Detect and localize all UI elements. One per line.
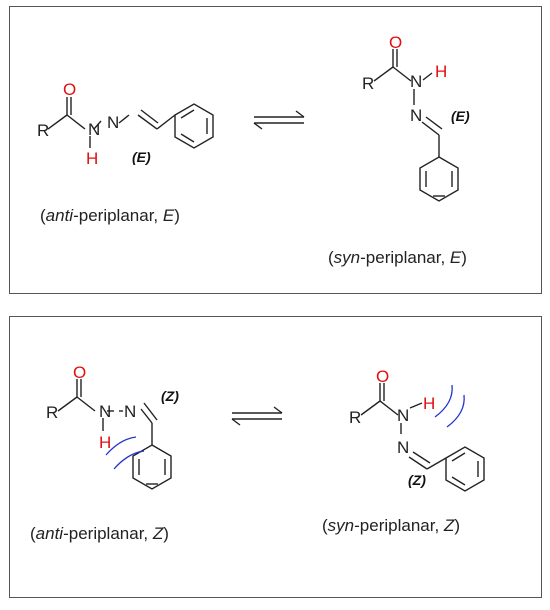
isomer-label: (E)	[132, 149, 151, 165]
caption-anti-e: (anti-periplanar, E)	[40, 206, 180, 225]
isomer-label: (Z)	[161, 388, 179, 404]
isomer-label: (Z)	[408, 472, 426, 488]
equilibrium-arrows	[231, 406, 283, 426]
anti-z-structure: R O N H N (Z)	[46, 363, 179, 490]
r-group-atom: R	[362, 74, 374, 93]
panel-z-isomers: R O N H N (Z)	[9, 316, 542, 598]
caption-syn-z: (syn-periplanar, Z)	[322, 516, 460, 535]
caption-anti-z: (anti-periplanar, Z)	[30, 524, 169, 543]
nitrogen-atom: N	[410, 106, 422, 125]
oxygen-atom: O	[63, 80, 76, 99]
hydrogen-atom: H	[423, 394, 435, 413]
z-isomers-scheme: R O N H N (Z)	[30, 363, 485, 543]
panel-e-isomers: R O N H N (E)	[9, 6, 542, 294]
r-group-atom: R	[46, 403, 58, 422]
isomer-label: (E)	[451, 108, 470, 124]
syn-e-structure: R O N H N (E)	[362, 33, 470, 202]
nitrogen-atom: N	[88, 120, 100, 139]
nitrogen-atom: N	[397, 406, 409, 425]
hydrogen-atom: H	[435, 62, 447, 81]
hydrogen-atom: H	[86, 149, 98, 168]
r-group-atom: R	[37, 121, 49, 140]
oxygen-atom: O	[376, 367, 389, 386]
syn-z-structure: R O N H N (Z)	[349, 367, 485, 492]
nitrogen-atom: N	[410, 72, 422, 91]
oxygen-atom: O	[389, 33, 402, 52]
equilibrium-arrows	[253, 110, 305, 130]
hydrogen-atom: H	[99, 433, 111, 452]
caption-syn-e: (syn-periplanar, E)	[328, 248, 467, 267]
anti-e-structure: R O N H N (E)	[37, 80, 214, 168]
nitrogen-atom: N	[99, 402, 111, 421]
oxygen-atom: O	[73, 363, 86, 382]
nitrogen-atom: N	[124, 402, 136, 421]
r-group-atom: R	[349, 408, 361, 427]
nitrogen-atom: N	[397, 438, 409, 457]
nitrogen-atom: N	[107, 113, 119, 132]
e-isomers-scheme: R O N H N (E)	[37, 33, 470, 267]
